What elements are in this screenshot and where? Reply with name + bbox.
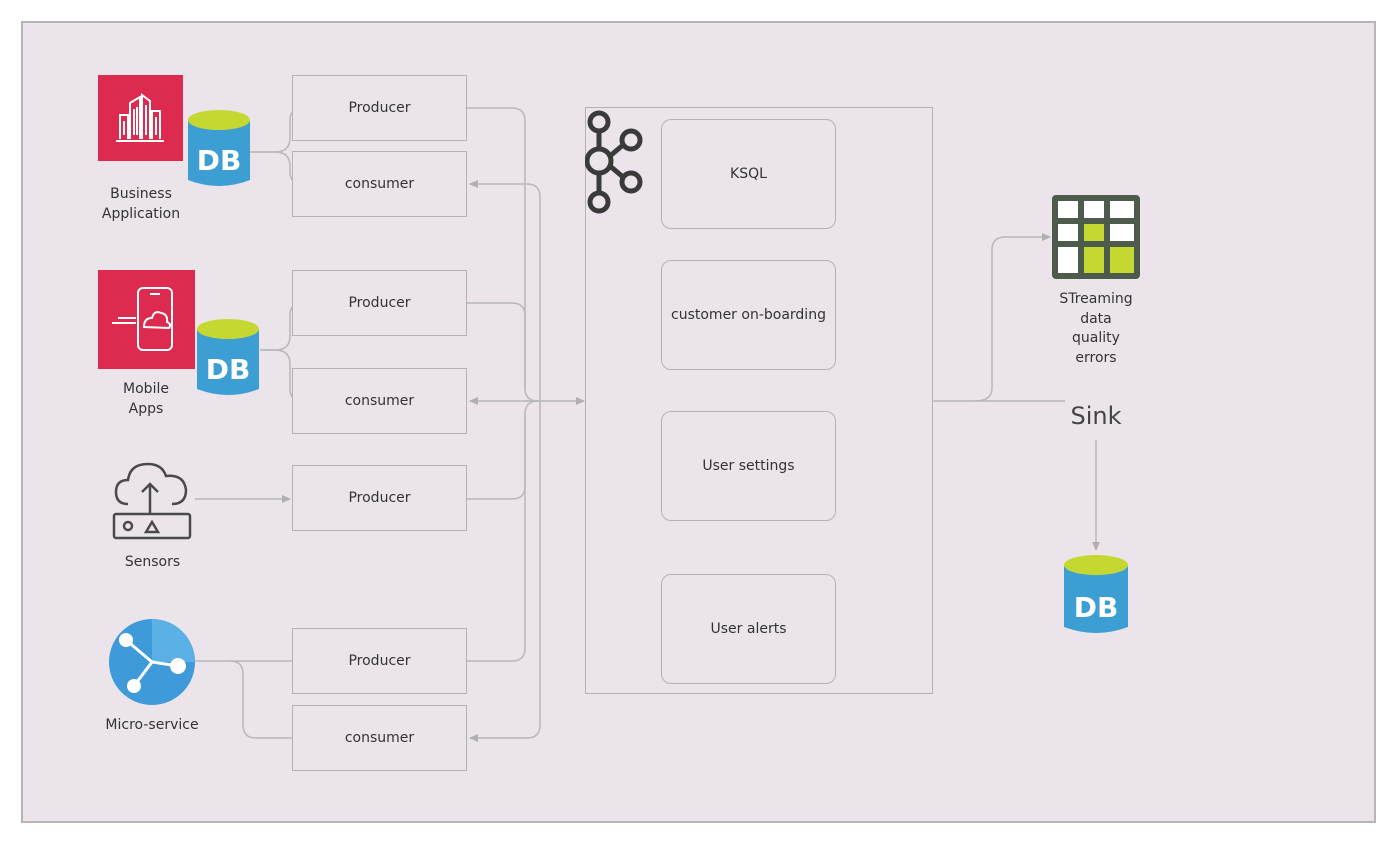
svg-text:DB: DB [1074,591,1119,624]
business-producer-box: Producer [292,75,467,141]
bus-producer-3 [467,400,539,500]
globe-network-icon [108,618,196,706]
svg-text:DB: DB [197,144,242,177]
svg-text:DB: DB [206,353,251,386]
building-icon [98,75,183,161]
bus-consumer-1 [469,180,541,401]
database-icon: DB [1063,553,1129,639]
bus-producer-2 [467,302,526,388]
microservice-label: Micro-service [105,717,199,733]
bus-producer-4 [467,414,526,662]
kafka-app-onboarding: customer on-boarding [661,260,836,370]
kafka-icon [584,110,645,216]
micro-producer-box: Producer [292,628,467,694]
kafka-app-ksql: KSQL [661,119,836,229]
micro-to-consumer [229,660,293,739]
kafka-app-user-settings: User settings [661,411,836,521]
sink-label: Sink [1070,402,1122,430]
cloud-upload-icon [110,456,195,544]
mobile-producer-box: Producer [292,270,467,336]
kafka-to-dq [974,233,1051,402]
bus-consumer-3 [469,401,541,742]
dq-errors-label: STreaming data quality errors [1059,291,1133,366]
mobile-apps-label: Mobile Apps [123,381,169,417]
micro-consumer-box: consumer [292,705,467,771]
mobile-phone-icon [98,270,195,369]
mobile-consumer-box: consumer [292,368,467,434]
kafka-app-user-alerts: User alerts [661,574,836,684]
bus-producer-1 [467,107,539,402]
business-app-label: Business Application [101,186,181,222]
sensors-label: Sensors [124,554,181,570]
database-icon: DB [196,317,260,401]
table-grid-icon [1052,195,1140,279]
sensors-producer-box: Producer [292,465,467,531]
database-icon: DB [187,108,251,192]
business-consumer-box: consumer [292,151,467,217]
